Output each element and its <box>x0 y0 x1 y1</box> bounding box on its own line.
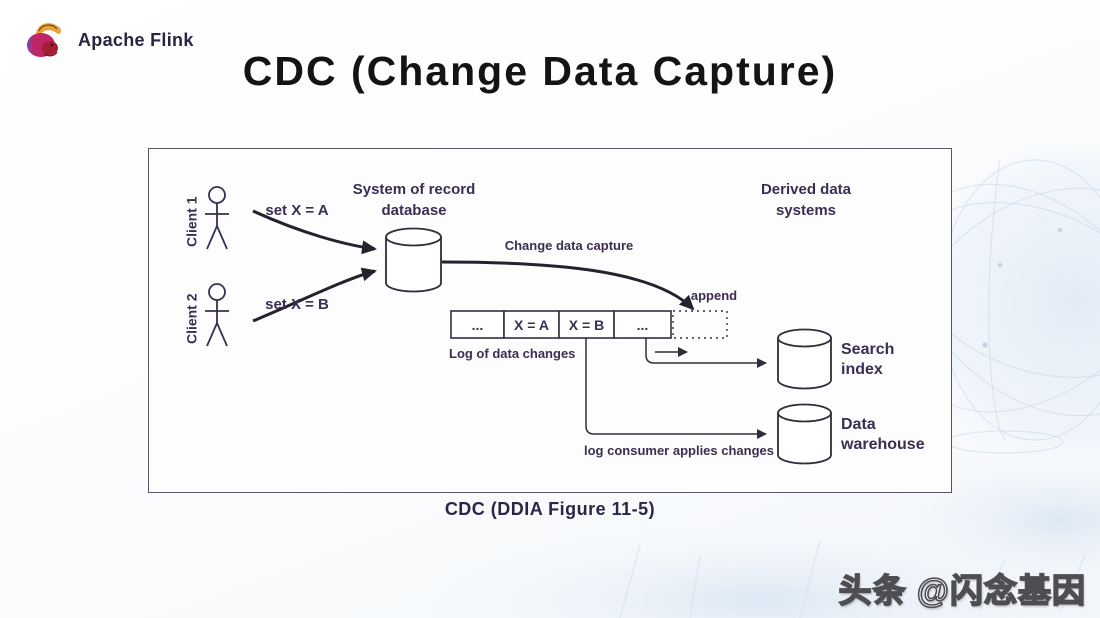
set-x-b-label: set X = B <box>265 296 329 313</box>
search-index-cylinder-icon <box>777 328 832 390</box>
logo-wordmark: Apache Flink <box>78 29 194 50</box>
page-title: CDC (Change Data Capture) <box>242 48 838 94</box>
flink-logo-icon <box>22 18 66 62</box>
system-of-record-label: System of record database <box>352 181 476 219</box>
append-dashed-box <box>672 310 728 339</box>
log-to-warehouse-line <box>585 338 767 439</box>
client1-stick-figure-icon <box>205 186 229 250</box>
client1-write-arrow <box>252 209 377 255</box>
log-cell: ... <box>636 316 649 333</box>
client2-write-arrow <box>252 267 377 323</box>
client1-label: Client 1 <box>183 196 200 248</box>
log-consumer-label: log consumer applies changes <box>584 443 774 458</box>
figure-caption: CDC (DDIA Figure 11-5) <box>444 499 656 519</box>
cdc-diagram-panel: Client 1 Client 2 set X = A set X = B Sy… <box>148 148 952 493</box>
client2-stick-figure-icon <box>205 283 229 347</box>
set-x-a-label: set X = A <box>265 202 329 219</box>
header: Apache Flink <box>22 18 194 62</box>
data-warehouse-label: Data warehouse <box>841 416 925 453</box>
log-boxes <box>450 310 672 339</box>
log-of-data-changes-label: Log of data changes <box>449 346 576 361</box>
streaks-sketch <box>619 539 1086 618</box>
search-index-label: Search index <box>841 341 895 378</box>
diagram-shapes <box>205 186 832 465</box>
log-cell: X = A <box>514 316 549 333</box>
data-warehouse-cylinder-icon <box>777 403 832 465</box>
log-cell-labels: ... X = A X = B ... <box>451 311 671 338</box>
change-data-capture-arrow <box>441 260 695 311</box>
change-data-capture-label: Change data capture <box>504 238 634 253</box>
watermark: 头条 @闪念基因 <box>838 571 1086 610</box>
database-cylinder-icon <box>385 227 442 293</box>
log-cell: X = B <box>568 316 605 333</box>
client2-label: Client 2 <box>183 293 200 345</box>
log-to-search-line <box>645 338 767 368</box>
derived-data-systems-label: Derived data systems <box>760 181 852 219</box>
log-cell: ... <box>471 316 484 333</box>
append-label: append <box>690 288 738 303</box>
